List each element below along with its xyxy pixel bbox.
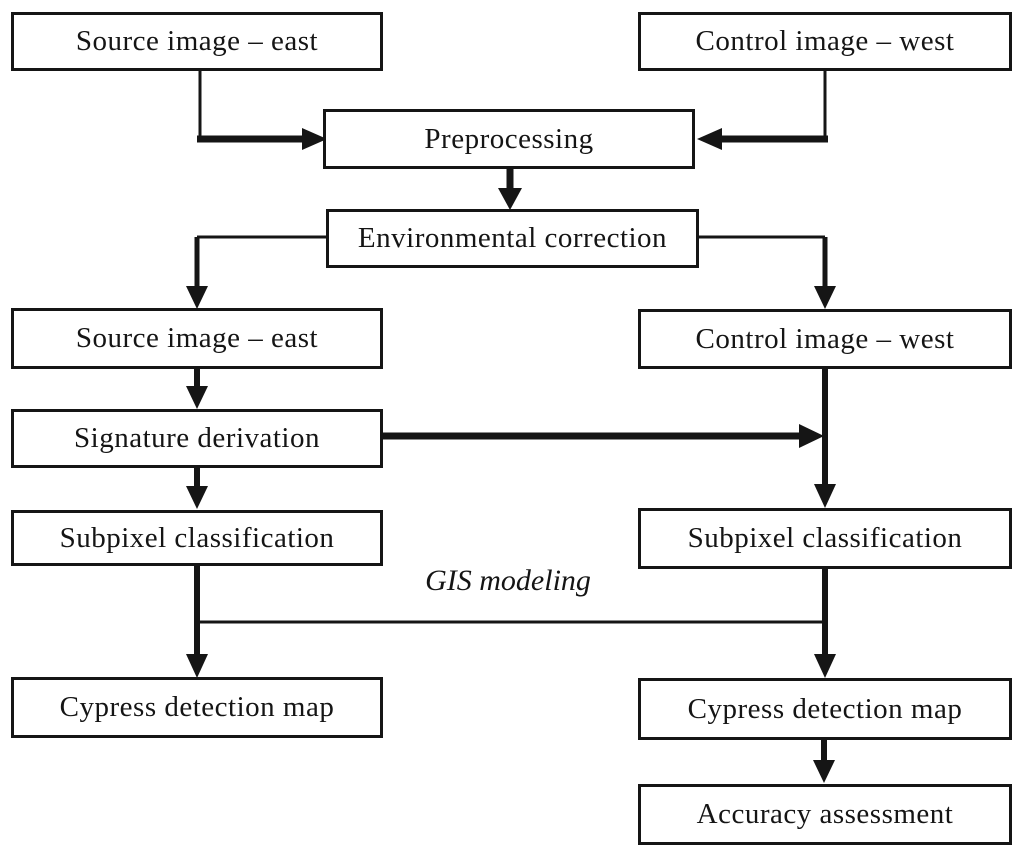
edge-environmental-to-source-east-mid [186,235,326,309]
node-label: Signature derivation [74,422,320,454]
node-subpixel-classification-right: Subpixel classification [638,508,1012,569]
node-environmental-correction: Environmental correction [326,209,699,268]
edge-subpixel-right-to-cypress-right [814,569,836,678]
edge-control-west-mid-to-subpixel-right [814,369,836,508]
edge-control-west-top-to-preprocessing [697,71,828,150]
node-label: Subpixel classification [59,521,335,554]
edge-cypress-right-to-accuracy [813,740,835,783]
node-label: Control image – west [695,322,955,355]
node-cypress-detection-map-left: Cypress detection map [11,677,383,738]
node-source-image-east-top: Source image – east [11,12,383,71]
node-label: Cypress detection map [687,692,963,725]
node-label: Preprocessing [424,122,594,155]
node-control-image-west-mid: Control image – west [638,309,1012,369]
node-cypress-detection-map-right: Cypress detection map [638,678,1012,740]
node-control-image-west-top: Control image – west [638,12,1012,71]
node-source-image-east-mid: Source image – east [11,308,383,369]
edge-source-east-mid-to-signature [186,369,208,409]
node-accuracy-assessment: Accuracy assessment [638,784,1012,845]
edge-signature-to-subpixel-right [383,424,824,448]
node-subpixel-classification-left: Subpixel classification [11,510,383,566]
edge-source-east-top-to-preprocessing [197,71,327,150]
node-signature-derivation: Signature derivation [11,409,383,468]
edge-signature-to-subpixel-left [186,468,208,509]
edge-preprocessing-to-environmental [498,169,522,210]
node-label: Subpixel classification [687,522,963,554]
node-label: Cypress detection map [59,691,335,723]
node-preprocessing: Preprocessing [323,109,695,169]
node-label: Source image – east [75,25,319,57]
node-label: Environmental correction [357,222,668,254]
node-label: Source image – east [75,322,319,354]
annotation-gis-modeling: GIS modeling [425,564,591,597]
node-label: Control image – west [695,25,955,57]
node-label: Accuracy assessment [696,798,954,830]
edge-subpixel-left-to-cypress-left [186,566,208,678]
edge-environmental-to-control-west-mid [699,235,836,309]
